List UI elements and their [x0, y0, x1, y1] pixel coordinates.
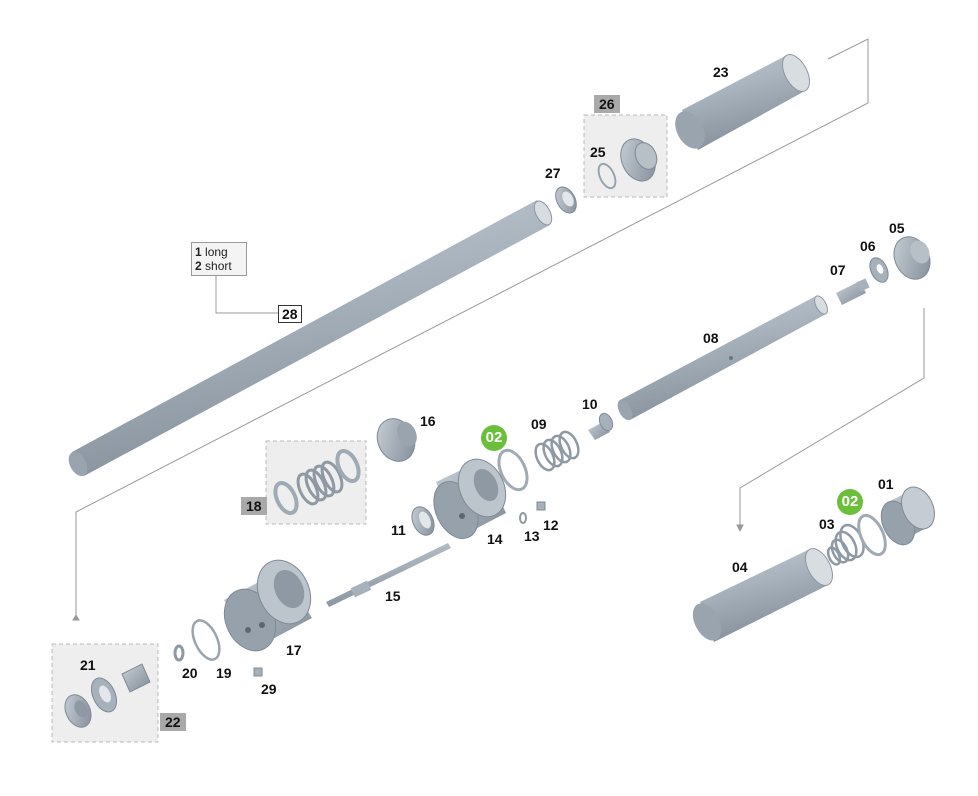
label-part-15: 15 — [385, 588, 401, 604]
label-part-21: 21 — [80, 657, 96, 673]
part-02-o-ring-right — [857, 513, 887, 557]
part-05-cap — [893, 236, 931, 280]
label-part-28: 28 — [278, 305, 302, 323]
part-12-small-nut — [536, 501, 546, 511]
part-07-valve — [836, 278, 870, 305]
label-part-16: 16 — [420, 413, 436, 429]
part-11-ring — [411, 506, 435, 536]
part-19-o-ring — [191, 619, 221, 661]
assembly-guide-lines — [72, 38, 925, 621]
label-part-18: 18 — [241, 497, 267, 515]
label-part-26: 26 — [594, 95, 620, 113]
legend-row-long: 1 long — [195, 245, 228, 259]
label-part-14: 14 — [487, 531, 503, 547]
label-part-13: 13 — [524, 528, 540, 544]
label-part-02-highlight: 02 — [481, 425, 507, 451]
part-04-tube — [692, 548, 834, 642]
part-28-long-tube — [68, 200, 553, 477]
part-06-washer — [869, 257, 889, 283]
part-20-ring — [173, 644, 185, 662]
part-17-body — [223, 559, 312, 652]
part-08-rod — [617, 295, 828, 421]
label-part-02-highlight-right: 02 — [837, 489, 863, 515]
part-26-fitting — [620, 138, 658, 182]
part-10-connector — [588, 412, 614, 440]
label-part-27: 27 — [545, 165, 561, 181]
part-03-cone-spring — [826, 523, 865, 566]
part-09-spring — [534, 430, 580, 472]
label-part-25: 25 — [590, 144, 606, 160]
part-15-shaft — [326, 543, 451, 607]
length-legend: 1 long 2 short — [191, 242, 247, 276]
label-part-22: 22 — [160, 713, 186, 731]
label-part-10: 10 — [582, 396, 598, 412]
part-23-tube — [675, 54, 811, 150]
legend-row-short: 2 short — [195, 259, 232, 273]
part-13-small-ring — [519, 512, 527, 524]
label-part-04: 04 — [732, 559, 748, 575]
label-part-07: 07 — [830, 262, 846, 278]
label-part-05: 05 — [889, 220, 905, 236]
label-part-20: 20 — [182, 665, 198, 681]
part-01-end-cap — [880, 486, 935, 546]
label-part-17: 17 — [286, 642, 302, 658]
label-part-19: 19 — [216, 665, 232, 681]
label-part-06: 06 — [860, 238, 876, 254]
part-02-o-ring — [497, 448, 529, 492]
part-22-valve-group — [64, 663, 151, 728]
part-27-nut — [555, 186, 577, 214]
label-part-11: 11 — [391, 522, 406, 538]
label-part-23: 23 — [713, 64, 729, 80]
part-25-o-ring — [597, 162, 617, 190]
label-part-03: 03 — [819, 516, 835, 532]
label-part-29: 29 — [261, 681, 277, 697]
label-part-12: 12 — [543, 517, 559, 533]
part-14-housing — [433, 458, 507, 539]
part-18-spring-group — [273, 449, 361, 515]
label-part-09: 09 — [531, 416, 547, 432]
part-16-bushing — [376, 418, 417, 462]
label-part-08: 08 — [703, 330, 719, 346]
label-part-01: 01 — [878, 476, 894, 492]
part-29-small-nut — [253, 667, 263, 677]
